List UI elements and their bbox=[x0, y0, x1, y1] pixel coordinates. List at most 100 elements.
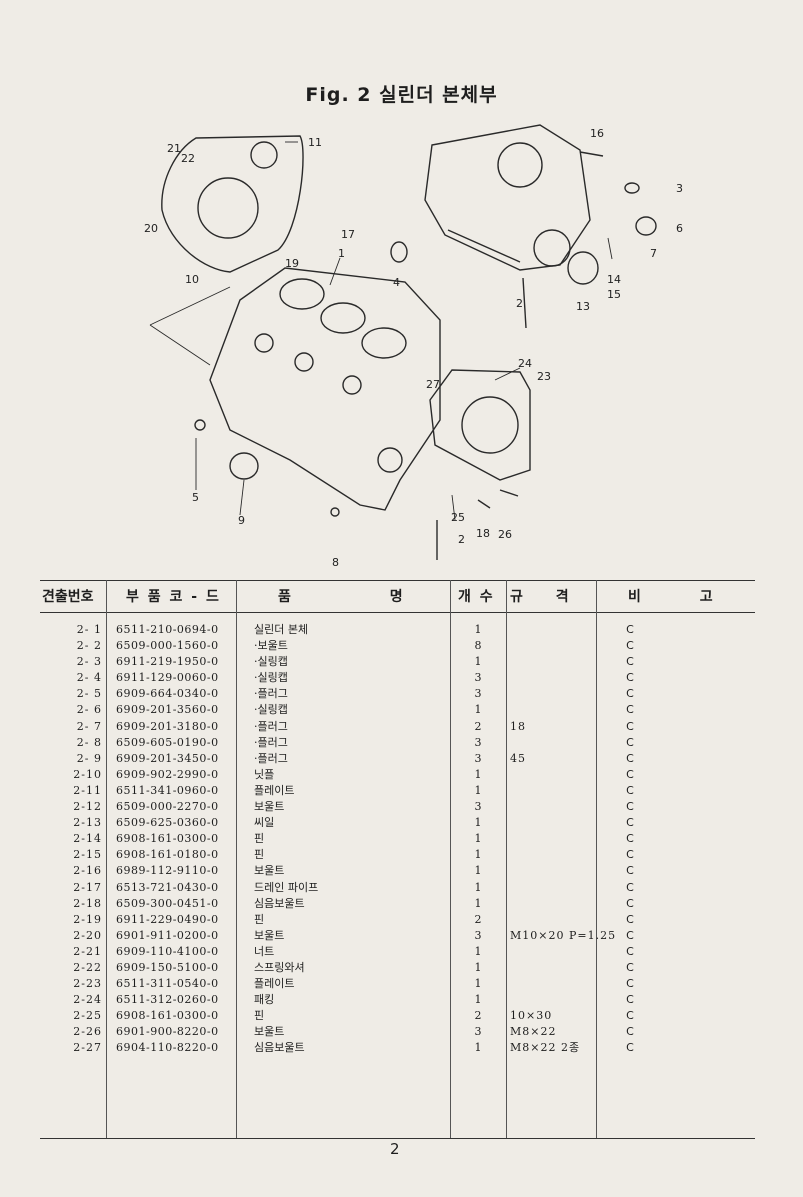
note-cell: C bbox=[626, 767, 634, 781]
part-code-cell: 6509-300-0451-0 bbox=[116, 896, 219, 910]
ref-cell: 2-13 bbox=[73, 816, 102, 830]
page-title: Fig. 2 실린더 본체부 bbox=[305, 84, 498, 106]
spec-cell: 18 bbox=[510, 719, 526, 733]
part-code-cell: 6904-110-8220-0 bbox=[116, 1041, 219, 1055]
callout-labels: 1 2 2 3 4 5 6 7 8 9 10 11 13 14 15 16 17… bbox=[144, 127, 683, 569]
part-name-cell: 핀 bbox=[254, 832, 265, 846]
part-code-cell: 6511-312-0260-0 bbox=[116, 993, 219, 1007]
quantity-cell: 1 bbox=[474, 944, 482, 958]
ref-cell: 2-11 bbox=[73, 783, 102, 797]
note-cell: C bbox=[626, 800, 634, 814]
ref-cell: 2-25 bbox=[73, 1009, 102, 1023]
part-name-cell: 보울트 bbox=[254, 928, 285, 942]
note-cell: C bbox=[626, 1025, 634, 1039]
callout-13: 13 bbox=[576, 300, 590, 313]
ref-cell: 2- 2 bbox=[76, 639, 102, 653]
callout-19: 19 bbox=[285, 257, 299, 270]
callout-24: 24 bbox=[518, 357, 532, 370]
header-code: 부 품 코 - 드 bbox=[126, 589, 221, 605]
table-top-rule bbox=[40, 580, 755, 581]
exploded-parts-diagram: 1 2 2 3 4 5 6 7 8 9 10 11 13 14 15 16 17… bbox=[144, 124, 683, 569]
front-plate-illustration bbox=[429, 369, 531, 509]
spec-cell: 10×30 bbox=[510, 1009, 553, 1023]
ref-cell: 2- 9 bbox=[76, 751, 102, 765]
part-code-cell: 6901-911-0200-0 bbox=[116, 928, 219, 942]
callout-17: 17 bbox=[341, 228, 355, 241]
note-cell: C bbox=[626, 832, 634, 846]
callout-1: 1 bbox=[338, 247, 345, 260]
ref-cell: 2-24 bbox=[73, 993, 102, 1007]
quantity-cell: 3 bbox=[474, 1025, 482, 1039]
callout-7: 7 bbox=[650, 247, 657, 260]
part-name-cell: ·플러그 bbox=[254, 751, 288, 765]
part-code-cell: 6909-902-2990-0 bbox=[116, 767, 219, 781]
ref-cell: 2-18 bbox=[73, 896, 102, 910]
spec-cell: M8×22 bbox=[510, 1025, 557, 1039]
ref-cell: 2- 4 bbox=[76, 671, 102, 685]
part-code-cell: 6911-129-0060-0 bbox=[116, 671, 219, 685]
ref-cell: 2-15 bbox=[73, 848, 102, 862]
quantity-cell: 1 bbox=[474, 896, 482, 910]
header-note: 비 고 bbox=[628, 589, 715, 605]
callout-3: 3 bbox=[676, 182, 683, 195]
header-ref: 견출번호 bbox=[42, 589, 94, 605]
ref-cell: 2-10 bbox=[73, 767, 102, 781]
spec-cell: M8×22 2종 bbox=[510, 1041, 581, 1055]
part-name-cell: ·보울트 bbox=[254, 639, 288, 653]
part-code-cell: 6909-150-5100-0 bbox=[116, 960, 219, 974]
part-name-cell: 보울트 bbox=[254, 800, 285, 814]
note-cell: C bbox=[626, 880, 634, 894]
note-cell: C bbox=[626, 639, 634, 653]
part-code-cell: 6509-000-2270-0 bbox=[116, 800, 219, 814]
ref-cell: 2-14 bbox=[73, 832, 102, 846]
part-code-cell: 6901-900-8220-0 bbox=[116, 1025, 219, 1039]
column-divider bbox=[506, 580, 507, 1138]
quantity-cell: 1 bbox=[474, 623, 482, 636]
part-name-cell: 보울트 bbox=[254, 864, 285, 878]
cylinder-block-illustration bbox=[194, 267, 441, 560]
quantity-cell: 3 bbox=[474, 751, 482, 765]
callout-2: 2 bbox=[458, 533, 465, 546]
part-name-cell: ·플러그 bbox=[254, 735, 288, 749]
note-cell: C bbox=[626, 655, 634, 669]
part-name-cell: 보울트 bbox=[254, 1025, 285, 1039]
part-code-cell: 6909-201-3180-0 bbox=[116, 719, 219, 733]
ref-cell: 2-17 bbox=[73, 880, 102, 894]
column-divider bbox=[596, 580, 597, 1138]
part-name-cell: 핀 bbox=[254, 1009, 265, 1023]
plate-illustration bbox=[161, 135, 304, 273]
part-name-cell: 닛플 bbox=[254, 767, 275, 781]
part-name-cell: 핀 bbox=[254, 848, 265, 862]
part-code-cell: 6509-000-1560-0 bbox=[116, 639, 219, 653]
ref-cell: 2- 6 bbox=[76, 703, 102, 717]
ref-cell: 2-12 bbox=[73, 800, 102, 814]
table-header-rule bbox=[40, 612, 755, 613]
part-name-cell: 플레이트 bbox=[254, 783, 295, 797]
part-code-cell: 6911-229-0490-0 bbox=[116, 912, 219, 926]
column-divider bbox=[106, 580, 107, 1138]
note-cell: C bbox=[626, 977, 634, 991]
callout-9: 9 bbox=[238, 514, 245, 527]
part-name-cell: 패킹 bbox=[254, 993, 275, 1007]
part-code-cell: 6509-625-0360-0 bbox=[116, 816, 219, 830]
part-name-cell: 너트 bbox=[254, 944, 275, 958]
note-cell: C bbox=[626, 751, 634, 765]
note-cell: C bbox=[626, 623, 634, 636]
ref-cell: 2-27 bbox=[73, 1041, 102, 1055]
callout-23: 23 bbox=[537, 370, 551, 383]
part-name-cell: ·플러그 bbox=[254, 719, 288, 733]
